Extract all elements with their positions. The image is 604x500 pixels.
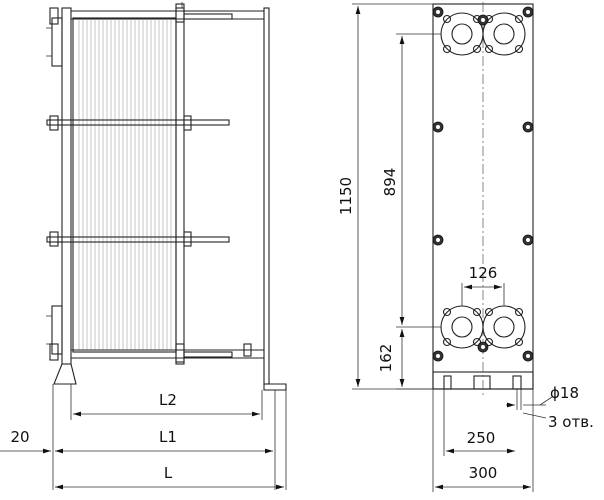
lower-port-flange (51, 305, 63, 355)
fixed-plate-foot (53, 363, 77, 385)
foot-center (473, 375, 491, 390)
port-flange-bottom-left (440, 305, 484, 349)
plate-pack (72, 17, 177, 353)
dimension-offset-label: 20 (10, 428, 29, 446)
side-view: L2 L1 20 L (0, 2, 287, 490)
tie-bolt (46, 13, 233, 358)
dimension-l-label: L (164, 464, 173, 482)
plate-lines (78, 20, 172, 350)
port-flange-bottom-right (482, 305, 526, 349)
hole-diameter-label: ϕ18 (550, 384, 579, 402)
support-column-foot (263, 383, 287, 391)
dimension-250-label: 250 (467, 429, 496, 447)
upper-port-flange (51, 17, 63, 67)
dimension-l2-label: L2 (159, 391, 177, 409)
port-flange-top-right (482, 12, 526, 56)
dimension-894-label: 894 (381, 168, 399, 197)
foot-right (512, 375, 522, 390)
foot-left (443, 375, 452, 390)
fixed-frame-plate (61, 7, 72, 365)
dimension-162-label: 162 (377, 344, 395, 373)
bolt-nut (49, 3, 252, 363)
dimension-l1-label: L1 (159, 428, 177, 446)
pressure-plate (175, 7, 185, 365)
port-flange-top-left (440, 12, 484, 56)
hole-count-label: 3 отв. (548, 413, 594, 431)
dimension-126-label: 126 (469, 264, 498, 282)
support-column (263, 7, 270, 385)
dimension-1150-label: 1150 (337, 177, 355, 215)
dimension-300-label: 300 (469, 464, 498, 482)
front-view: 1150 894 162 126 250 300 ϕ18 3 отв. (337, 2, 594, 492)
